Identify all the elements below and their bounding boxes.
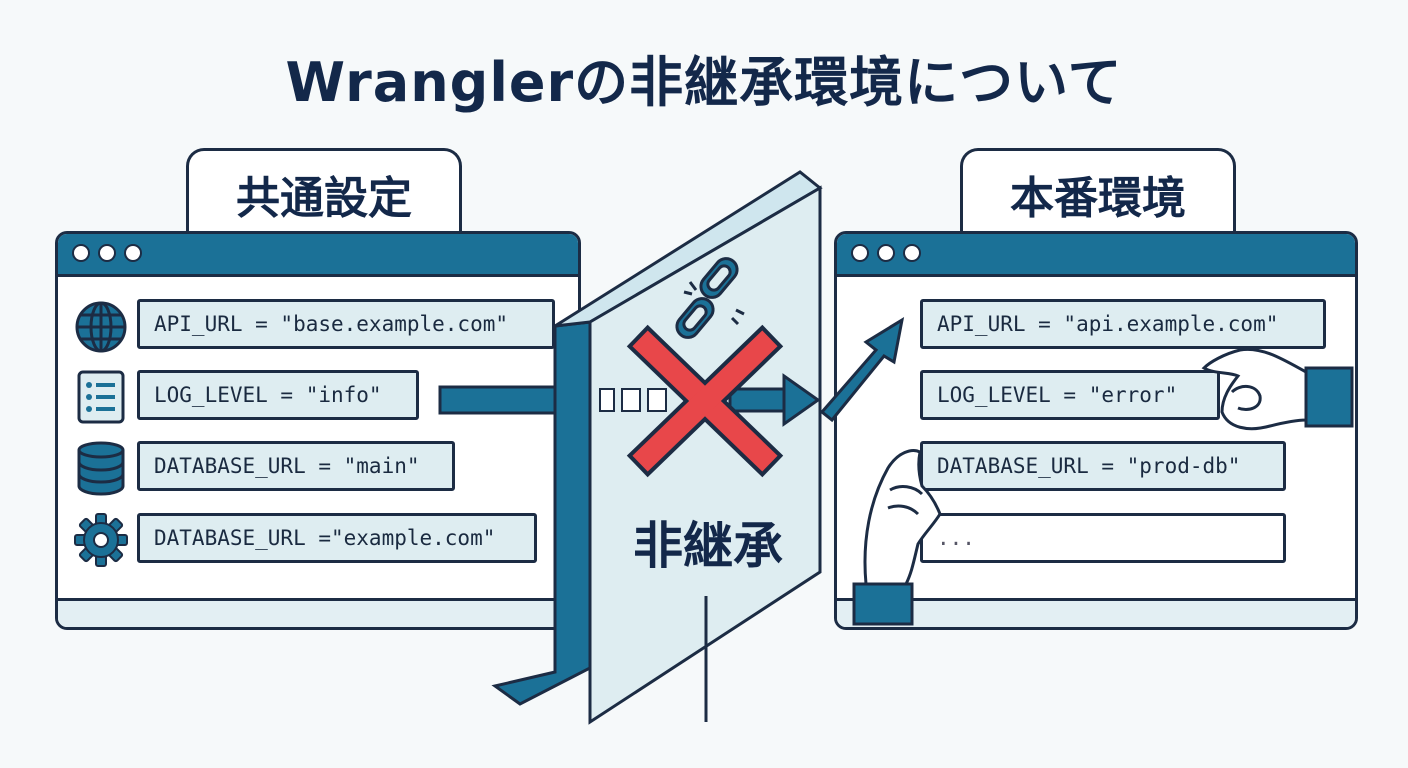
holding-hand-icon xyxy=(852,449,942,626)
dashed-arrow-segment xyxy=(599,388,615,412)
right-log-level-field: LOG_LEVEL = "error" xyxy=(920,370,1220,420)
common-settings-label: 共通設定 xyxy=(186,148,462,237)
gear-icon xyxy=(74,513,128,567)
window-titlebar xyxy=(837,234,1355,277)
window-dot-icon xyxy=(98,244,116,262)
diagonal-arrow xyxy=(819,316,905,423)
production-env-label: 本番環境 xyxy=(960,148,1236,237)
globe-icon xyxy=(75,301,127,353)
right-database-url-field: DATABASE_URL = "prod-db" xyxy=(920,441,1286,491)
wall-side-face xyxy=(491,320,592,706)
window-dot-icon xyxy=(851,244,869,262)
pointing-hand-icon xyxy=(1201,347,1354,431)
dashed-arrow-segment xyxy=(647,388,667,412)
page-title: Wranglerの非継承環境について xyxy=(285,51,1123,114)
dashed-arrow-segment xyxy=(621,388,641,412)
window-dot-icon xyxy=(877,244,895,262)
right-api-url-field: API_URL = "api.example.com" xyxy=(920,299,1326,349)
right-placeholder-field: ... xyxy=(920,513,1286,563)
flow-arrow-head xyxy=(782,373,821,427)
window-dot-icon xyxy=(124,244,142,262)
red-x-icon xyxy=(626,324,784,478)
window-dot-icon xyxy=(903,244,921,262)
non-inheritance-label: 非継承 xyxy=(633,517,783,575)
window-footer xyxy=(58,598,578,627)
flow-arrow-body xyxy=(728,387,786,413)
left-database-url-field: DATABASE_URL = "main" xyxy=(137,441,455,491)
list-icon xyxy=(77,370,125,424)
production-env-window xyxy=(834,231,1358,630)
window-footer xyxy=(837,598,1355,627)
window-dot-icon xyxy=(72,244,90,262)
left-api-url-field: API_URL = "base.example.com" xyxy=(137,299,555,349)
broken-link-icon xyxy=(675,257,745,339)
left-log-level-field: LOG_LEVEL = "info" xyxy=(137,370,419,420)
common-settings-window xyxy=(55,231,581,630)
wall-front-face xyxy=(588,185,822,725)
window-titlebar xyxy=(58,234,578,277)
left-database-url-field-2: DATABASE_URL ="example.com" xyxy=(137,513,537,563)
database-icon xyxy=(77,441,125,496)
